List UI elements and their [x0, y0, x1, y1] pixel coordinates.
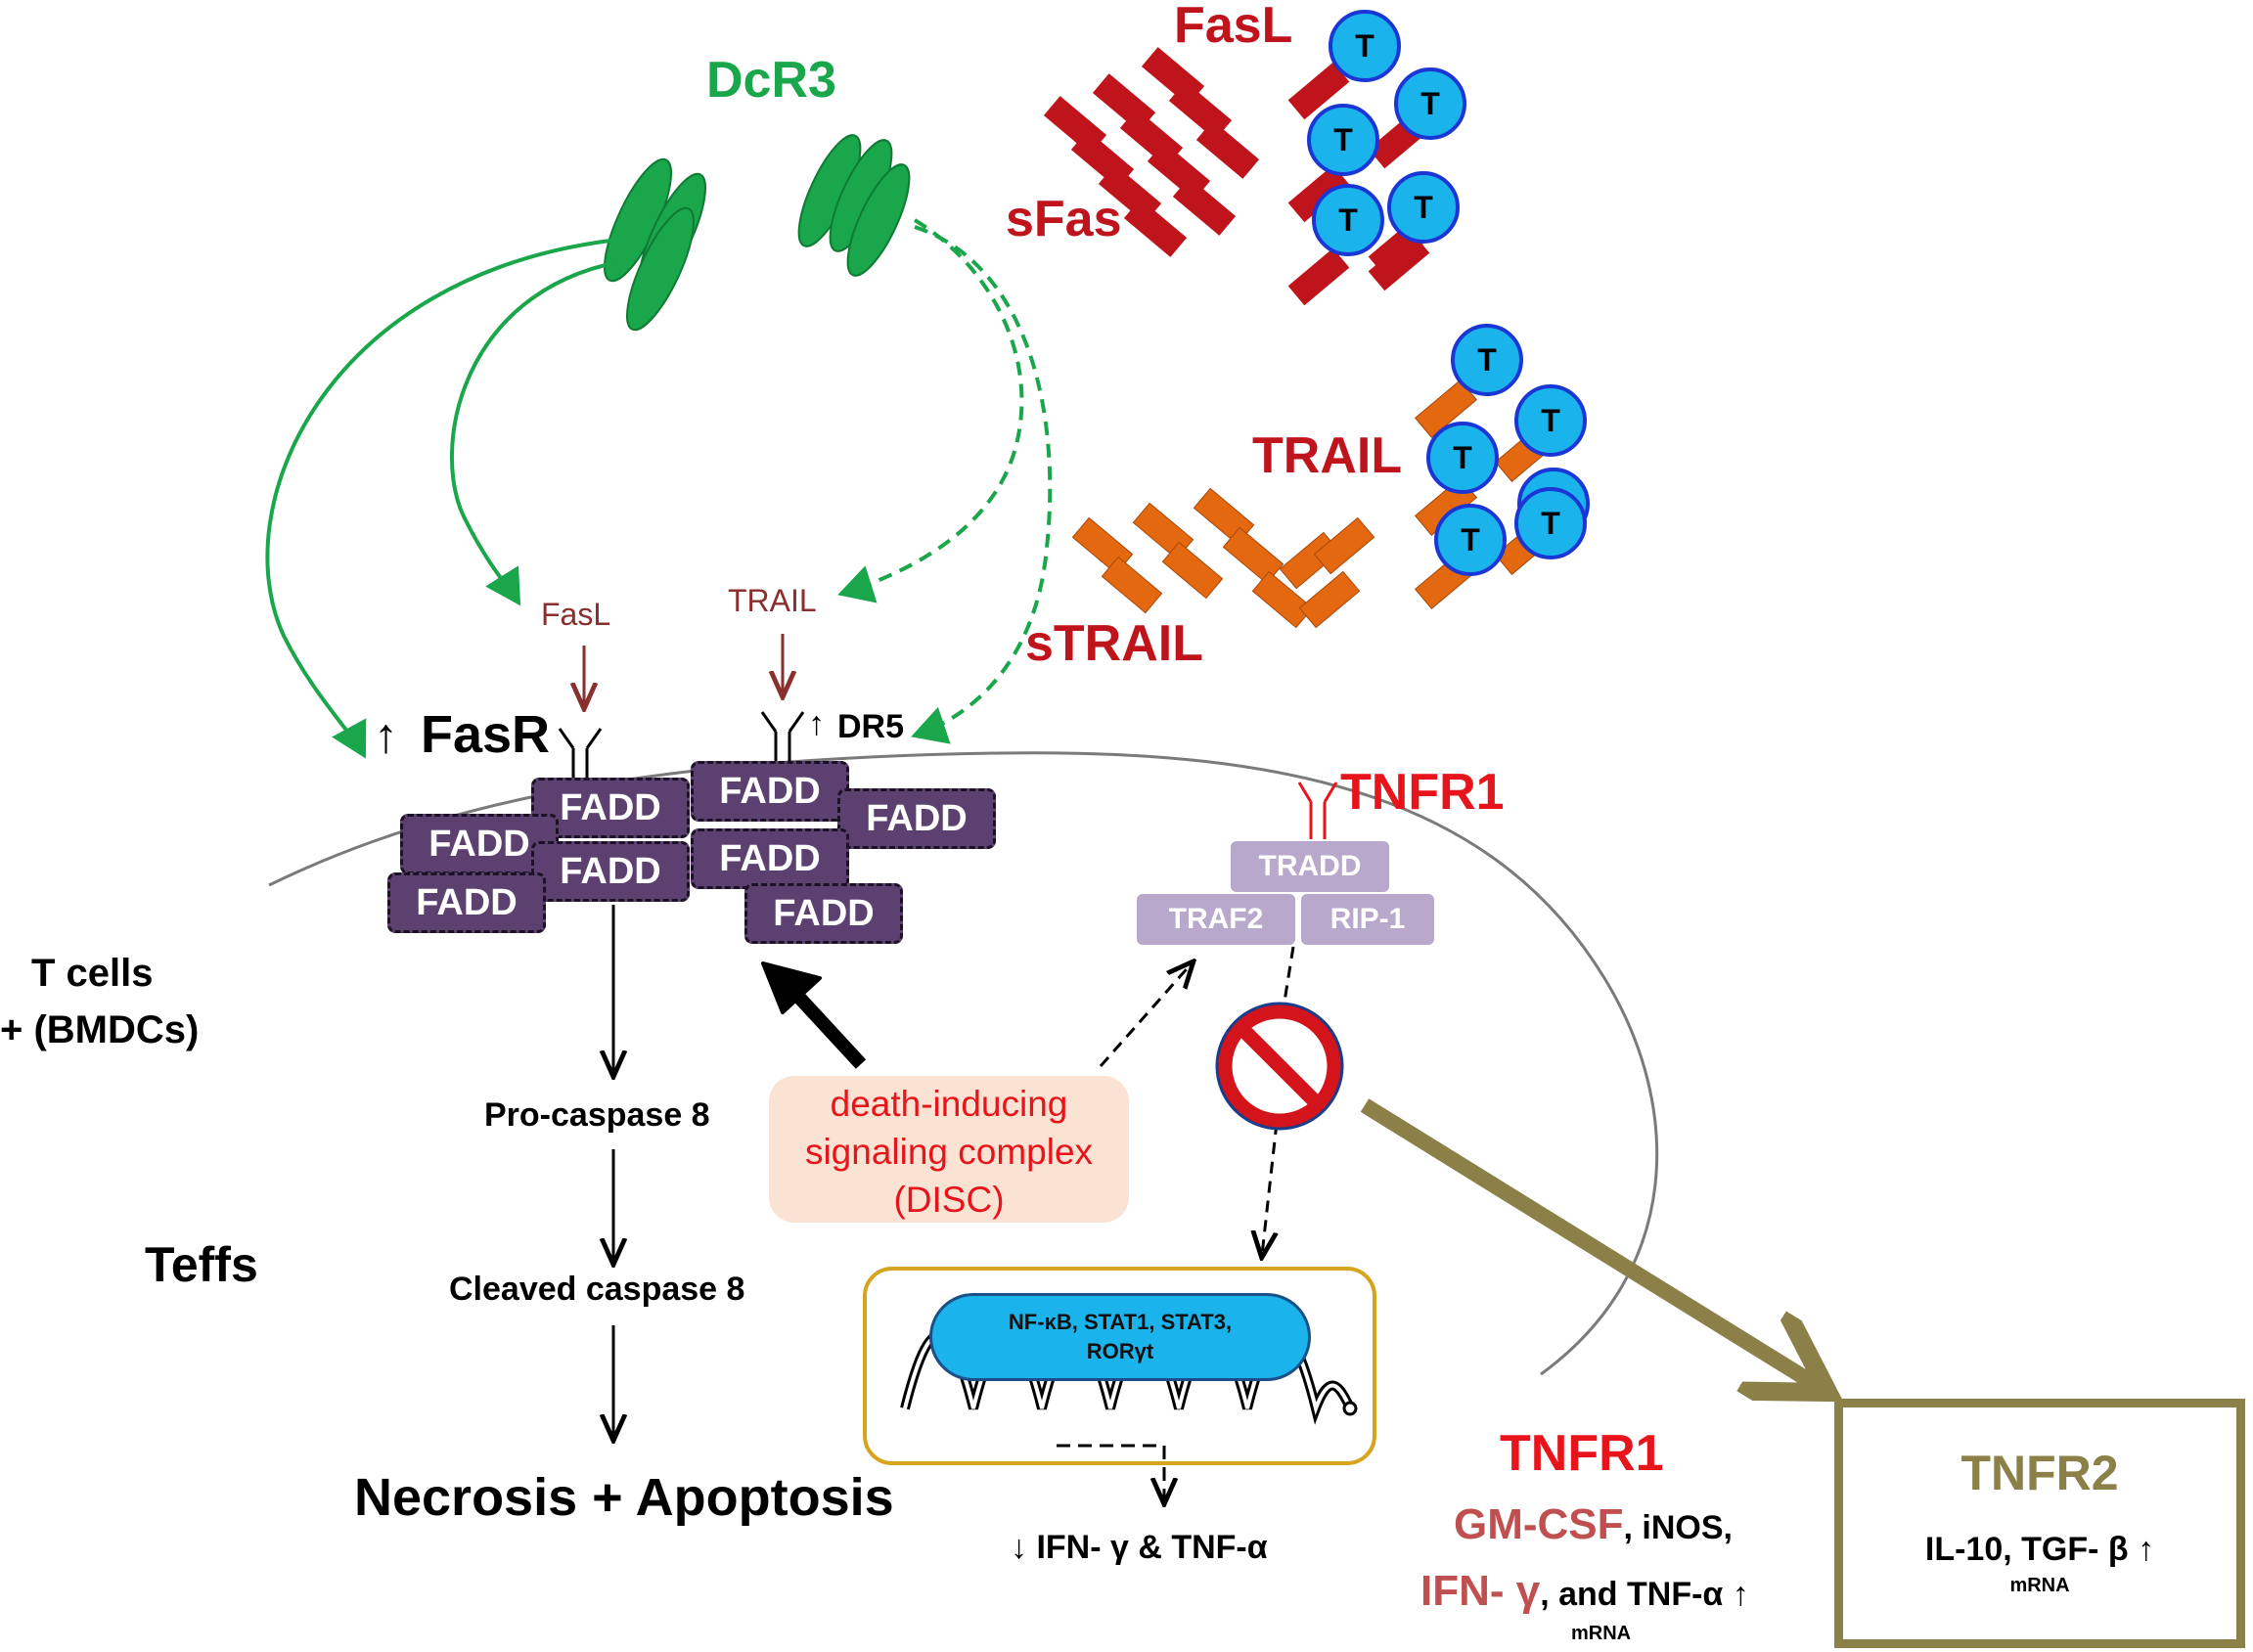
tnfr1-receptor-label: TNFR1 — [1340, 764, 1505, 821]
tnfr1-output-line2: IFN- γ, and TNF-α ↑ — [1420, 1570, 1749, 1613]
tradd-box: TRADD — [1231, 841, 1389, 892]
dr5-label: DR5 — [837, 708, 905, 745]
fadd-box: FADD — [691, 761, 849, 822]
t-cell-icons: TTTTTTTTTTT — [1307, 10, 1590, 576]
fasl-label: FasL — [1174, 0, 1293, 54]
fasr-label: FasR — [421, 705, 551, 764]
tnfr2-shift-arrow — [1360, 1098, 1815, 1384]
ifng-label: IFN- γ — [1420, 1567, 1541, 1615]
cleaved-caspase-label: Cleaved caspase 8 — [449, 1271, 745, 1308]
fadd-box: FADD — [837, 788, 996, 849]
dcr3-to-fasr-arrow — [265, 238, 619, 759]
t-cell-circle — [1307, 104, 1379, 176]
fadd-box: FADD — [744, 883, 903, 944]
transcription-factors: NF-κB, STAT1, STAT3, RORγt — [929, 1293, 1311, 1381]
t-cell-label: T — [1420, 86, 1440, 121]
disc-line-3: (DISC) — [893, 1180, 1005, 1220]
tnfr2-box: TNFR2 IL-10, TGF- β ↑ mRNA — [1834, 1399, 2245, 1648]
disc-line-2: signaling complex — [804, 1132, 1094, 1172]
t-cell-label: T — [1355, 28, 1374, 64]
t-cell-circle — [1394, 67, 1466, 140]
tnfr1-mrna-label: mRNA — [1571, 1623, 1632, 1644]
tnfr1-output-line1: GM-CSF, iNOS, — [1454, 1503, 1733, 1546]
tf-line-1: NF-κB, STAT1, STAT3, — [1008, 1310, 1233, 1334]
disc-line-1: death-inducing — [830, 1084, 1068, 1124]
dcr3-label: DcR3 — [706, 52, 836, 109]
no-entry-icon — [1215, 1002, 1344, 1131]
sfas-blocks — [1043, 47, 1260, 257]
tnfr2-cytokines: IL-10, TGF- β ↑ — [1924, 1531, 2155, 1568]
strail-blocks — [1071, 487, 1375, 629]
cytokine-down-label: ↓ IFN- γ & TNF-α — [1011, 1529, 1268, 1566]
t-cell-circle — [1387, 171, 1460, 244]
procaspase-label: Pro-caspase 8 — [484, 1096, 710, 1134]
rip1-box: RIP-1 — [1301, 894, 1434, 945]
t-cell-circle — [1451, 324, 1523, 396]
fadd-box: FADD — [691, 828, 849, 889]
disc-to-traf2-arrow — [1099, 963, 1192, 1067]
t-cell-label: T — [1338, 202, 1358, 238]
outcome-label: Necrosis + Apoptosis — [354, 1468, 894, 1527]
dcr3-cluster-right — [797, 134, 911, 277]
t-cell-circle — [1426, 422, 1499, 494]
tnfr1-receptor-icon — [1297, 781, 1338, 839]
gmcsf-label: GM-CSF — [1454, 1500, 1624, 1548]
dcr3-to-dr5-arrow — [911, 225, 1053, 744]
t-cell-label: T — [1414, 190, 1433, 225]
fadd-box: FADD — [387, 872, 546, 933]
t-cell-circle — [1329, 10, 1401, 82]
traf2-box: TRAF2 — [1137, 894, 1295, 945]
t-cell-circle — [1514, 487, 1587, 559]
t-cell-label: T — [1453, 440, 1472, 475]
tnfr1-output-title: TNFR1 — [1500, 1425, 1664, 1482]
t-cell-label: T — [1541, 506, 1560, 541]
dr5-receptor-icon — [760, 711, 805, 768]
dcr3-to-trail-arrow — [837, 218, 1024, 603]
tnfa-label: , and TNF-α ↑ — [1540, 1576, 1749, 1613]
t-cell-circle — [1514, 384, 1587, 457]
t-cell-label: T — [1541, 403, 1560, 438]
tnfr1-signal-dashed-1 — [1282, 946, 1295, 1008]
bmdcs-label: + (BMDCs) — [0, 1008, 200, 1051]
t-cell-circle — [1434, 504, 1507, 576]
nucleus-output-arrow — [1057, 1444, 1164, 1501]
disc-box: death-inducing signaling complex (DISC) — [769, 1076, 1129, 1223]
tnfr1-to-nucleus-arrow — [1262, 1122, 1277, 1255]
dr5-up-arrow: ↑ — [808, 705, 825, 742]
fasl-small-label: FasL — [541, 597, 611, 632]
fadd-box: FADD — [531, 841, 690, 902]
dcr3-cluster-left — [604, 157, 706, 332]
tnfr2-mrna-label: mRNA — [2009, 1575, 2070, 1596]
dcr3-to-fasl-arrow — [449, 260, 619, 606]
trail-label: TRAIL — [1252, 427, 1403, 484]
tnfr2-title: TNFR2 — [1960, 1446, 2119, 1500]
t-cell-circle — [1312, 184, 1384, 256]
t-cell-label: T — [1333, 122, 1353, 157]
sfas-label: sFas — [1006, 191, 1122, 247]
nucleus-box — [863, 1267, 1376, 1465]
disc-to-fadd-arrow — [761, 961, 867, 1069]
strail-label: sTRAIL — [1025, 615, 1203, 672]
tf-line-2: RORγt — [1086, 1339, 1154, 1363]
t-cell-label: T — [1477, 342, 1497, 378]
trail-small-label: TRAIL — [728, 583, 817, 618]
teffs-label: Teffs — [145, 1237, 258, 1292]
t-cell-label: T — [1461, 522, 1480, 558]
tcells-label: T cells — [31, 952, 154, 995]
fasr-up-arrow: ↑ — [374, 708, 398, 763]
inos-label: , iNOS, — [1623, 1509, 1733, 1546]
